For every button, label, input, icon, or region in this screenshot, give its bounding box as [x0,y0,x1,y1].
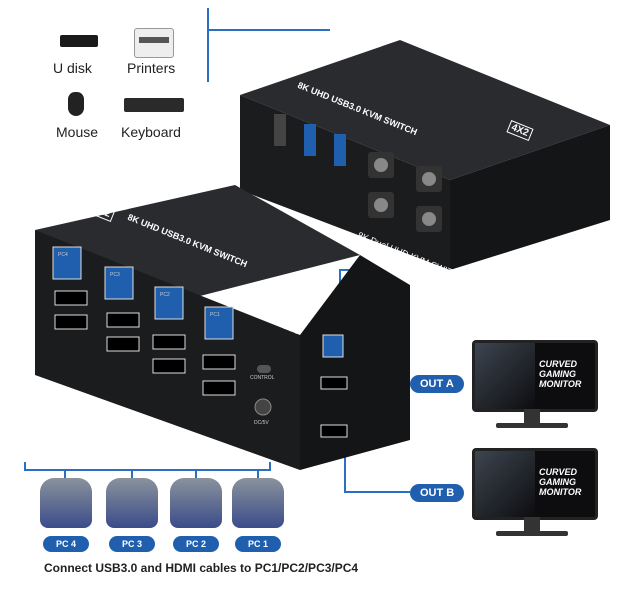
monitor-a-text-1: CURVED [539,359,578,369]
out-a-badge: OUT A [410,375,464,393]
pc3-ports [104,266,140,352]
printer-icon [134,28,174,58]
pc3-icon [106,478,158,528]
line-pc-drops [64,470,259,478]
pc2-ports [152,286,186,374]
keyboard-icon [124,98,184,112]
pc1-ports [202,306,236,396]
pc2-icon [170,478,222,528]
back-usb-port-2 [304,124,316,156]
out-a-hdmi [320,376,348,390]
caption: Connect USB3.0 and HDMI cables to PC1/PC… [44,561,359,575]
port-label-pc3: PC3 [110,272,120,278]
monitor-a: CURVED GAMING MONITOR [472,340,598,412]
monitor-b: CURVED GAMING MONITOR [472,448,598,520]
line-pc-bus [24,462,271,471]
kvm-back-unit [240,40,610,270]
pc4-icon [40,478,92,528]
pc1-badge: PC 1 [235,536,281,552]
monitor-a-text-3: MONITOR [539,379,582,389]
udisk-label: U disk [53,60,92,76]
monitor-b-text-3: MONITOR [539,487,582,497]
monitor-b-text-2: GAMING [539,477,576,487]
monitor-b-text-1: CURVED [539,467,578,477]
monitor-a-stand [524,409,540,423]
out-usb-port [322,334,344,358]
udisk-icon [60,35,98,47]
power-jack [254,398,272,416]
line-udisk [207,8,330,31]
printers-label: Printers [127,60,176,76]
control-port [257,365,271,373]
keyboard-label: Keyboard [121,124,181,140]
pc3-badge: PC 3 [109,536,155,552]
mouse-label: Mouse [56,124,99,140]
port-label-pc1: PC1 [210,312,220,318]
monitor-a-base [496,423,568,428]
out-b-hdmi [320,424,348,438]
mouse-icon [68,92,84,116]
kvm-front-unit [35,185,410,470]
pc1-icon [232,478,284,528]
port-label-pc4: PC4 [58,252,68,258]
pc2-badge: PC 2 [173,536,219,552]
power-label: DC/5V [254,420,269,426]
port-label-pc2: PC2 [160,292,170,298]
pc4-badge: PC 4 [43,536,89,552]
monitor-b-base [496,531,568,536]
control-label: CONTROL [250,375,275,381]
monitor-a-text-2: GAMING [539,369,576,379]
pc4-ports [52,246,88,330]
back-usb-port-1 [274,114,286,146]
monitor-b-stand [524,517,540,531]
back-usb-port-3 [334,134,346,166]
out-b-badge: OUT B [410,484,465,502]
